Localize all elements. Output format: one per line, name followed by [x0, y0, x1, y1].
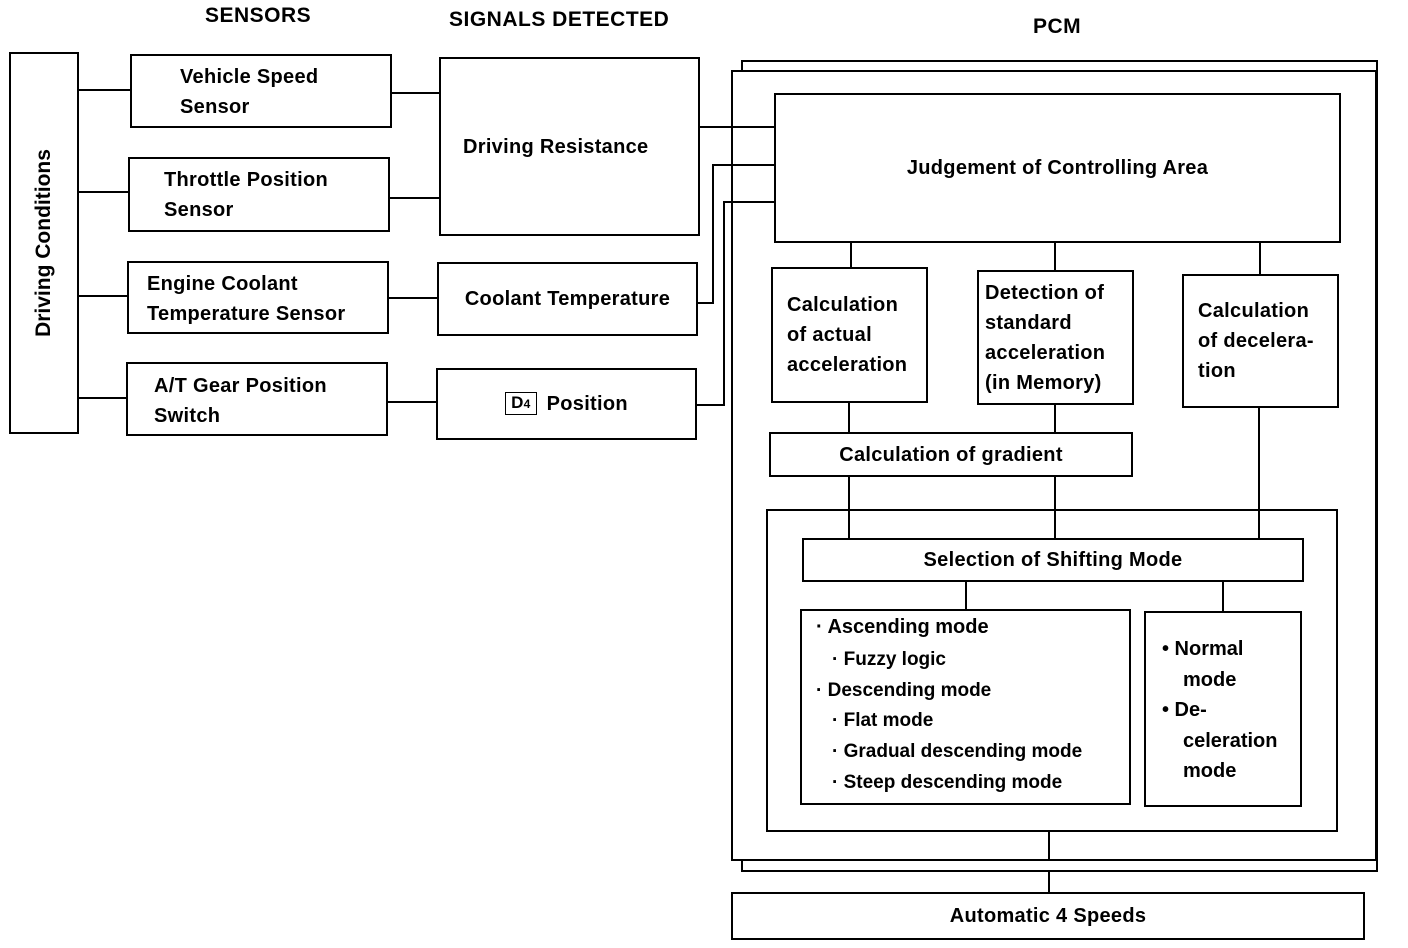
driving-resistance-label: Driving Resistance	[463, 136, 649, 158]
throttle-position-sensor-box: Throttle Position Sensor	[128, 157, 390, 232]
throttle-position-line2: Sensor	[164, 199, 234, 221]
connector-dc-tps	[79, 191, 129, 193]
connector-gradient-selection-left	[848, 477, 850, 538]
connector-judgement-calc-actual	[850, 243, 852, 267]
connector-actual-gradient	[848, 403, 850, 432]
mode-deceleration-cont: celeration	[1183, 730, 1278, 752]
calc-decel-line3: tion	[1198, 360, 1236, 382]
connector-vss-dr	[392, 92, 439, 94]
connector-dc-ects	[79, 295, 128, 297]
connector-pcm-output	[1048, 872, 1050, 892]
descending-modes-box: · Ascending mode · Fuzzy logic · Descend…	[800, 609, 1131, 805]
connector-tps-dr	[390, 197, 439, 199]
detect-standard-line2: standard	[985, 312, 1072, 334]
calc-gradient-label: Calculation of gradient	[839, 443, 1063, 466]
connector-judgement-decel	[1259, 243, 1261, 274]
connector-selection-left-modes	[965, 582, 967, 609]
gear-position-switch-box: A/T Gear Position Switch	[126, 362, 388, 436]
judgement-label: Judgement of Controlling Area	[906, 157, 1209, 179]
d4-subscript: 4	[523, 397, 531, 411]
calc-deceleration-box: Calculation of decelera- tion	[1182, 274, 1339, 408]
automatic-4-speeds-label: Automatic 4 Speeds	[949, 905, 1147, 927]
connector-gear-d4	[388, 401, 436, 403]
mode-steep-descending: · Steep descending mode	[832, 772, 1063, 793]
vehicle-speed-line1: Vehicle Speed	[180, 66, 319, 88]
calc-actual-line3: acceleration	[787, 354, 908, 376]
d4-position-box: D4 Position	[436, 368, 697, 440]
selection-shifting-mode-label: Selection of Shifting Mode	[923, 549, 1183, 571]
mode-deceleration-end: mode	[1183, 760, 1237, 782]
connector-ct-h2	[712, 164, 774, 166]
detect-standard-line1: Detection of	[985, 282, 1105, 304]
mode-gradual-descending: · Gradual descending mode	[832, 741, 1083, 762]
mode-ascending: · Ascending mode	[816, 616, 989, 638]
engine-coolant-line2: Temperature Sensor	[147, 303, 346, 325]
mode-normal: • Normal	[1162, 638, 1244, 660]
connector-judgement-detect	[1054, 243, 1056, 270]
connector-decel-selection	[1258, 408, 1260, 538]
calc-gradient-box: Calculation of gradient	[769, 432, 1133, 477]
signals-detected-header: SIGNALS DETECTED	[449, 8, 670, 31]
gear-position-line2: Switch	[154, 405, 221, 427]
mode-deceleration: • De-	[1162, 699, 1207, 721]
connector-container-pcm	[1048, 832, 1050, 861]
mode-descending: · Descending mode	[816, 680, 992, 701]
connector-dc-gear	[79, 397, 127, 399]
calc-decel-line2: of decelera-	[1198, 330, 1314, 352]
vehicle-speed-line2: Sensor	[180, 96, 250, 118]
driving-conditions-label: Driving Conditions	[32, 149, 55, 337]
d4-letter: D	[511, 393, 524, 412]
vehicle-speed-sensor-box: Vehicle Speed Sensor	[130, 54, 392, 128]
connector-dr-judgement	[700, 126, 774, 128]
gear-position-line1: A/T Gear Position	[154, 375, 327, 397]
connector-ct-v	[712, 164, 714, 303]
pcm-header: PCM	[1033, 15, 1082, 38]
engine-coolant-sensor-box: Engine Coolant Temperature Sensor	[127, 261, 389, 334]
calc-actual-line2: of actual	[787, 324, 872, 346]
coolant-temperature-box: Coolant Temperature	[437, 262, 698, 336]
d4-badge: D4	[505, 392, 537, 415]
connector-d4-h1	[697, 404, 725, 406]
connector-detect-selection	[1054, 477, 1056, 538]
calc-actual-acceleration-box: Calculation of actual acceleration	[771, 267, 928, 403]
automatic-4-speeds-box: Automatic 4 Speeds	[731, 892, 1365, 940]
judgement-box: Judgement of Controlling Area	[774, 93, 1341, 243]
position-label: Position	[546, 393, 628, 415]
sensors-header: SENSORS	[205, 4, 312, 27]
detect-standard-line4: (in Memory)	[985, 372, 1102, 394]
mode-normal-cont: mode	[1183, 669, 1237, 691]
connector-d4-v	[723, 201, 725, 405]
calc-actual-line1: Calculation	[787, 294, 899, 316]
driving-conditions-box: Driving Conditions	[9, 52, 79, 434]
selection-shifting-mode-box: Selection of Shifting Mode	[802, 538, 1304, 582]
connector-ects-ct	[389, 297, 437, 299]
connector-ct-h1	[698, 302, 714, 304]
connector-detect-gradient	[1054, 405, 1056, 432]
detect-standard-line3: acceleration	[985, 342, 1106, 364]
normal-deceleration-modes-box: • Normal mode • De- celeration mode	[1144, 611, 1302, 807]
engine-coolant-line1: Engine Coolant	[147, 273, 298, 295]
mode-fuzzy-logic: · Fuzzy logic	[832, 649, 946, 670]
throttle-position-line1: Throttle Position	[164, 169, 328, 191]
detect-standard-acceleration-box: Detection of standard acceleration (in M…	[977, 270, 1134, 405]
calc-decel-line1: Calculation	[1198, 300, 1310, 322]
mode-flat: · Flat mode	[832, 710, 934, 731]
connector-dc-vss	[79, 89, 131, 91]
coolant-temperature-label: Coolant Temperature	[464, 288, 671, 310]
connector-selection-right-modes	[1222, 582, 1224, 611]
connector-d4-h2	[723, 201, 774, 203]
driving-resistance-box: Driving Resistance	[439, 57, 700, 236]
